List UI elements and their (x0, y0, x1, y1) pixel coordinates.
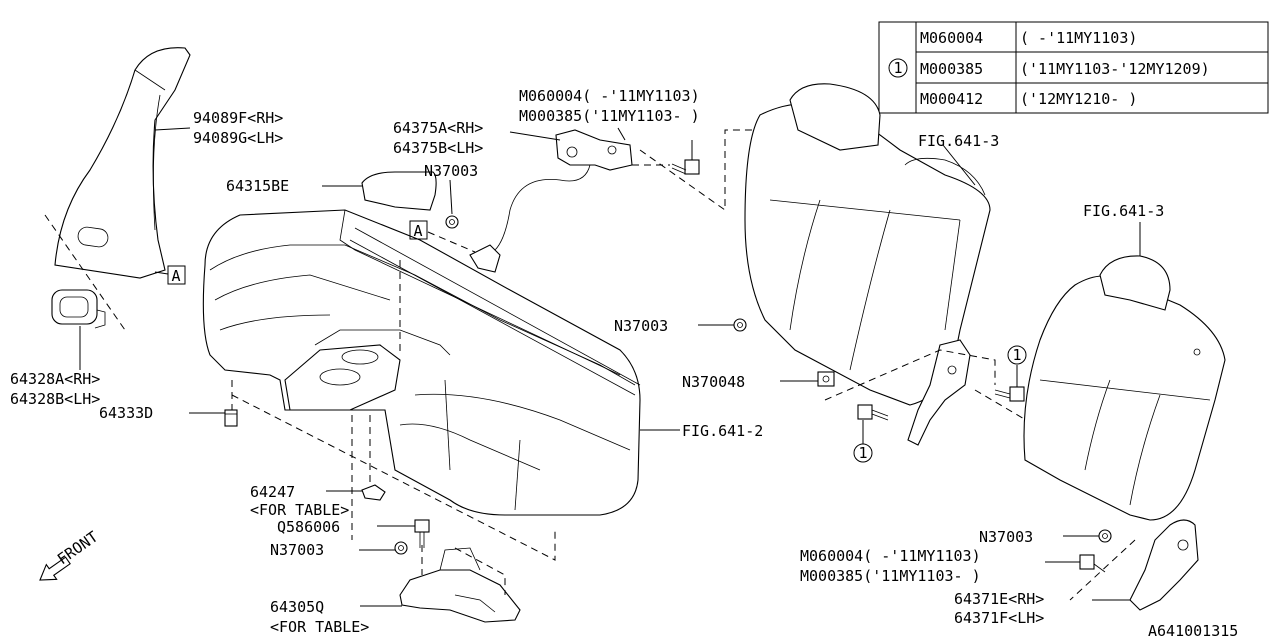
hinge-bracket (1129, 519, 1199, 611)
part-label-64328b: 64328B<LH> (10, 390, 100, 408)
part-label-m000385: M000385('11MY1103- ) (800, 567, 981, 585)
part-label-m060004: M060004( -'11MY1103) (519, 87, 700, 105)
seat-back-left (744, 83, 991, 406)
side-trim-panel (44, 47, 191, 331)
seat-cushion (202, 209, 641, 516)
part-label-94089g: 94089G<LH> (193, 129, 283, 147)
nut-part (733, 318, 747, 332)
part-label-64371f: 64371F<LH> (954, 609, 1044, 627)
part-label-q586006: Q586006 (277, 518, 340, 536)
variant-code: M000412 (920, 90, 983, 108)
bolt-part (1079, 554, 1106, 573)
part-label-m000385: M000385('11MY1103- ) (519, 107, 700, 125)
clip-part (51, 289, 106, 329)
variant-key-circle (853, 443, 873, 463)
part-label-n370048: N370048 (682, 373, 745, 391)
part-label-n37003: N37003 (424, 162, 478, 180)
diagram-id: A641001315 (1148, 622, 1238, 640)
part-label-64305q: 64305Q (270, 598, 324, 616)
part-label-for-table: <FOR TABLE> (270, 618, 369, 636)
variant-code: M000385 (920, 60, 983, 78)
nut-part (445, 215, 459, 229)
clip-part (224, 409, 238, 427)
bolt-part (671, 159, 700, 175)
variant-key-marker: 1 (858, 444, 867, 462)
part-label-64247: 64247 (250, 483, 295, 501)
variant-code: M060004 (920, 29, 983, 47)
ref-a-letter: A (171, 267, 180, 285)
bolt-part (414, 519, 430, 548)
bolt-part (857, 404, 889, 421)
variant-key-circle (888, 58, 908, 78)
part-label-94089f: 94089F<RH> (193, 109, 283, 127)
part-label-for-table: <FOR TABLE> (250, 501, 349, 519)
variant-range: ('12MY1210- ) (1020, 90, 1137, 108)
part-label-64375a: 64375A<RH> (393, 119, 483, 137)
part-label-64328a: 64328A<RH> (10, 370, 100, 388)
fig-ref-641-3: FIG.641-3 (918, 132, 999, 150)
part-label-n37003: N37003 (270, 541, 324, 559)
ref-a-box (167, 265, 186, 285)
variant-key-circle (1007, 345, 1027, 365)
variant-table: 1 M060004 ( -'11MY1103) M000385 ('11MY11… (878, 21, 1269, 114)
part-label-n37003: N37003 (979, 528, 1033, 546)
hinge-bracket (907, 339, 971, 446)
latch-assembly (469, 129, 633, 273)
part-label-64315be: 64315BE (226, 177, 289, 195)
fig-ref-641-2: FIG.641-2 (682, 422, 763, 440)
front-label: FRONT (54, 528, 101, 569)
part-label-n37003: N37003 (614, 317, 668, 335)
seat-back-right (1023, 255, 1226, 521)
variant-key: 1 (893, 59, 902, 77)
part-label-64371e: 64371E<RH> (954, 590, 1044, 608)
nut-part (1098, 529, 1112, 543)
table-bracket (399, 547, 521, 623)
nut-part (817, 371, 835, 387)
front-arrow-icon (39, 556, 71, 581)
ref-a-box (409, 220, 428, 240)
clip-part (361, 484, 386, 501)
ref-a-letter: A (413, 222, 422, 240)
nut-part (394, 541, 408, 555)
variant-range: ('11MY1103-'12MY1209) (1020, 60, 1210, 78)
pad-part (361, 171, 437, 211)
variant-range: ( -'11MY1103) (1020, 29, 1137, 47)
variant-key-marker: 1 (1012, 346, 1021, 364)
bolt-part (994, 386, 1025, 402)
part-label-64333d: 64333D (99, 404, 153, 422)
part-label-64375b: 64375B<LH> (393, 139, 483, 157)
part-label-m060004: M060004( -'11MY1103) (800, 547, 981, 565)
fig-ref-641-3: FIG.641-3 (1083, 202, 1164, 220)
